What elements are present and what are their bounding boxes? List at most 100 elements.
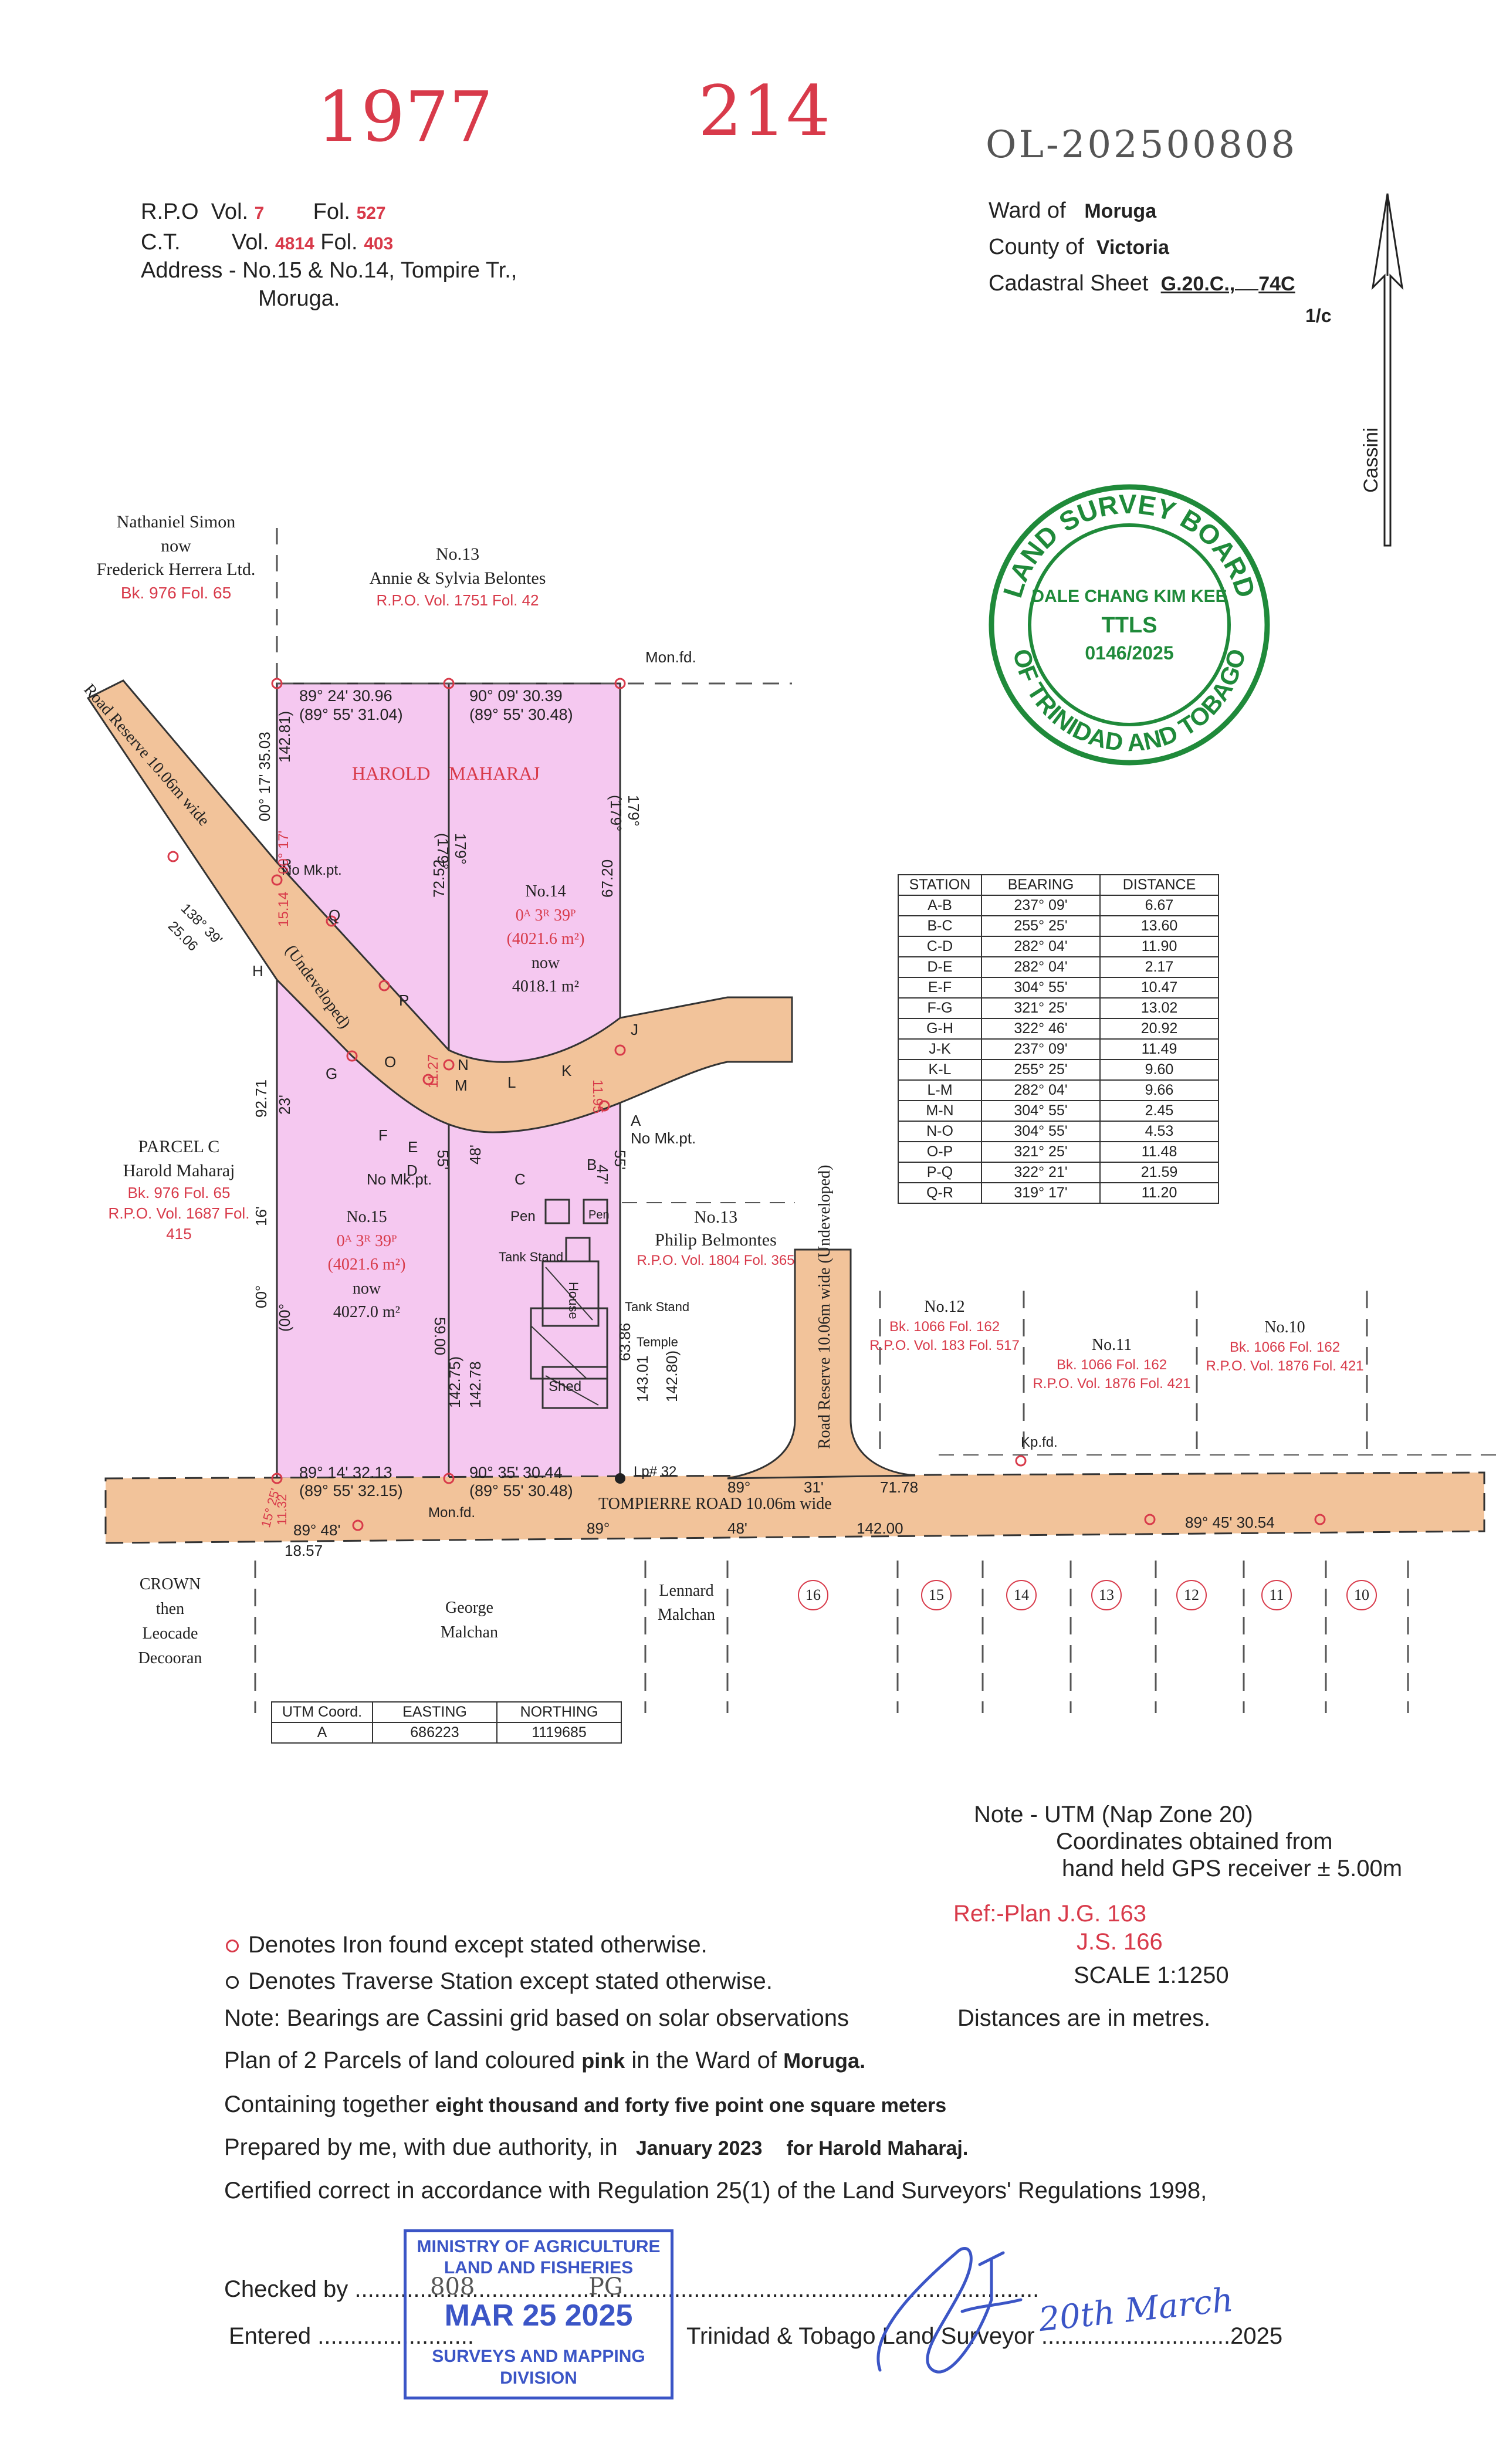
tompierre-road: [104, 1471, 1485, 1544]
east-distance-2: 63.86: [616, 1322, 634, 1361]
rpo-label: R.P.O: [141, 199, 199, 224]
lot-marker-12: 12: [1176, 1580, 1207, 1610]
top-bearing-west: 89° 24' 30.96 (89° 55' 31.04): [299, 686, 403, 725]
label-R: R: [282, 857, 292, 872]
west-bearing-2: 23': [276, 1095, 293, 1115]
distance-cell: 4.53: [1099, 1121, 1219, 1142]
containing-line: Containing together eight thousand and f…: [224, 2091, 946, 2118]
no-mark-pt-a: No Mk.pt.: [631, 1129, 696, 1147]
station-cell: M-N: [898, 1100, 982, 1122]
iron-note-text: Denotes Iron found except stated otherwi…: [248, 1932, 708, 1958]
bottom-bearing-west-value: 89° 14' 32.13: [299, 1464, 392, 1481]
lot-11-ref-1: Bk. 1066 Fol. 162: [1056, 1357, 1167, 1373]
distance-cell: 11.49: [1099, 1038, 1219, 1060]
lot-12-ref-1: Bk. 1066 Fol. 162: [889, 1319, 1000, 1335]
shed-label: Shed: [549, 1379, 582, 1395]
bearing-cell: 322° 46': [981, 1018, 1101, 1040]
lot-11-number: No.11: [1091, 1336, 1132, 1354]
tank-stand-label: Tank Stand: [499, 1250, 564, 1264]
iron-note: Denotes Iron found except stated otherwi…: [226, 1932, 708, 1958]
station-cell: D-E: [898, 956, 982, 978]
iron-marker-icon: [226, 1940, 239, 1952]
sheet-value: G.20.C.,: [1160, 273, 1236, 295]
entered-line: Entered ........................: [229, 2323, 474, 2349]
survey-plan: [86, 528, 1496, 1713]
north-owner-ref: R.P.O. Vol. 1751 Fol. 42: [376, 591, 539, 609]
pen-label: Pen: [510, 1209, 536, 1224]
bottom-bearing-east: 90° 35' 30.44 (89° 55' 30.48): [469, 1464, 573, 1500]
surveyor-line: Trinidad & Tobago Land Surveyor ........…: [686, 2323, 1282, 2350]
bottom-bearing-east-old: (89° 55' 30.48): [469, 1482, 573, 1500]
utm-table-header: UTM Coord. EASTING NORTHING: [271, 1701, 622, 1723]
road-reserve-vertical: [727, 1248, 916, 1480]
county-line: County of Victoria: [989, 235, 1169, 260]
no-mark-pt-d: No Mk.pt.: [367, 1170, 432, 1188]
lot-14-number: No.14: [525, 882, 566, 901]
top-bearing-west-old: (89° 55' 31.04): [299, 706, 403, 724]
north-owner-line-2: Annie & Sylvia Belontes: [369, 568, 546, 588]
number-handwritten: 214: [698, 70, 831, 151]
george-line-1: George: [445, 1599, 493, 1617]
utm-northing: 1119685: [496, 1722, 622, 1744]
utm-easting: 686223: [372, 1722, 497, 1744]
lennard-line-2: Malchan: [658, 1605, 715, 1624]
plan-of-text: Plan of 2 Parcels of land coloured: [224, 2047, 576, 2073]
bearing-cell: 282° 04': [981, 956, 1101, 978]
lot-marker-13: 13: [1091, 1580, 1122, 1610]
county-value: Victoria: [1096, 236, 1169, 259]
hq-distance: 15.14: [276, 891, 292, 927]
distance-cell: 9.66: [1099, 1079, 1219, 1101]
west-bearing-1: 00° 17' 35.03: [256, 732, 273, 821]
ct-label: C.T.: [141, 230, 181, 255]
mid-bearing-1b: 179°: [452, 833, 469, 865]
parcel-c-title: PARCEL C: [138, 1137, 220, 1156]
station-cell: J-K: [898, 1038, 982, 1060]
plan-ward: Moruga.: [783, 2049, 866, 2073]
road-bearing-1b: 31': [804, 1478, 824, 1496]
parcel-c-ref-2: R.P.O. Vol. 1687 Fol. 415: [108, 1204, 250, 1243]
prepared-text: Prepared by me, with due authority, in: [224, 2134, 618, 2160]
west-minutes-2: 16': [252, 1206, 270, 1226]
lamp-post-label: Lp# 32: [634, 1464, 677, 1480]
lot-12-ref-2: R.P.O. Vol. 183 Fol. 517: [869, 1337, 1020, 1353]
kp-fd-label: Kp.fd.: [1021, 1434, 1058, 1450]
traverse-note: Denotes Traverse Station except stated o…: [226, 1968, 773, 1995]
philip-owner: No.13 Philip Belmontes R.P.O. Vol. 1804 …: [634, 1206, 798, 1270]
house-label: House: [566, 1282, 581, 1319]
prepared-line: Prepared by me, with due authority, in J…: [224, 2134, 968, 2161]
lot-marker-16: 16: [798, 1580, 828, 1610]
owner-name: HAROLD MAHARAJ: [352, 763, 540, 784]
parcel-c-name: Harold Maharaj: [123, 1160, 235, 1180]
east-bearing-3b: 47': [594, 1165, 611, 1184]
lot-11-owner: No.11 Bk. 1066 Fol. 162 R.P.O. Vol. 1876…: [1030, 1335, 1194, 1393]
label-P: P: [399, 991, 409, 1009]
label-L: L: [507, 1074, 516, 1091]
road-bearing-1: 89°: [727, 1478, 751, 1496]
lot-10-number: No.10: [1264, 1318, 1305, 1336]
lennard-line-1: Lennard: [659, 1582, 714, 1600]
utm-note-line-2: Coordinates obtained from: [1056, 1829, 1333, 1854]
lot-12-owner: No.12 Bk. 1066 Fol. 162 R.P.O. Vol. 183 …: [862, 1297, 1027, 1355]
temple-label: Temple: [637, 1335, 678, 1349]
station-cell: K-L: [898, 1059, 982, 1081]
bearing-cell: 319° 17': [981, 1182, 1101, 1204]
ct-vol: 4814: [275, 234, 314, 253]
bottom-bearing-west: 89° 14' 32.13 (89° 55' 32.15): [299, 1464, 403, 1500]
station-cell: C-D: [898, 936, 982, 957]
ref-plan: Ref:-Plan J.G. 163: [953, 1901, 1147, 1927]
lot-12-number: No.12: [924, 1298, 965, 1316]
station-cell: E-F: [898, 977, 982, 999]
philip-owner-number: No.13: [693, 1207, 738, 1227]
nw-owner-line-1: Nathaniel Simon: [116, 512, 236, 532]
lot-10-ref-1: Bk. 1066 Fol. 162: [1229, 1339, 1341, 1356]
east-bearing-3: 55': [611, 1150, 629, 1170]
